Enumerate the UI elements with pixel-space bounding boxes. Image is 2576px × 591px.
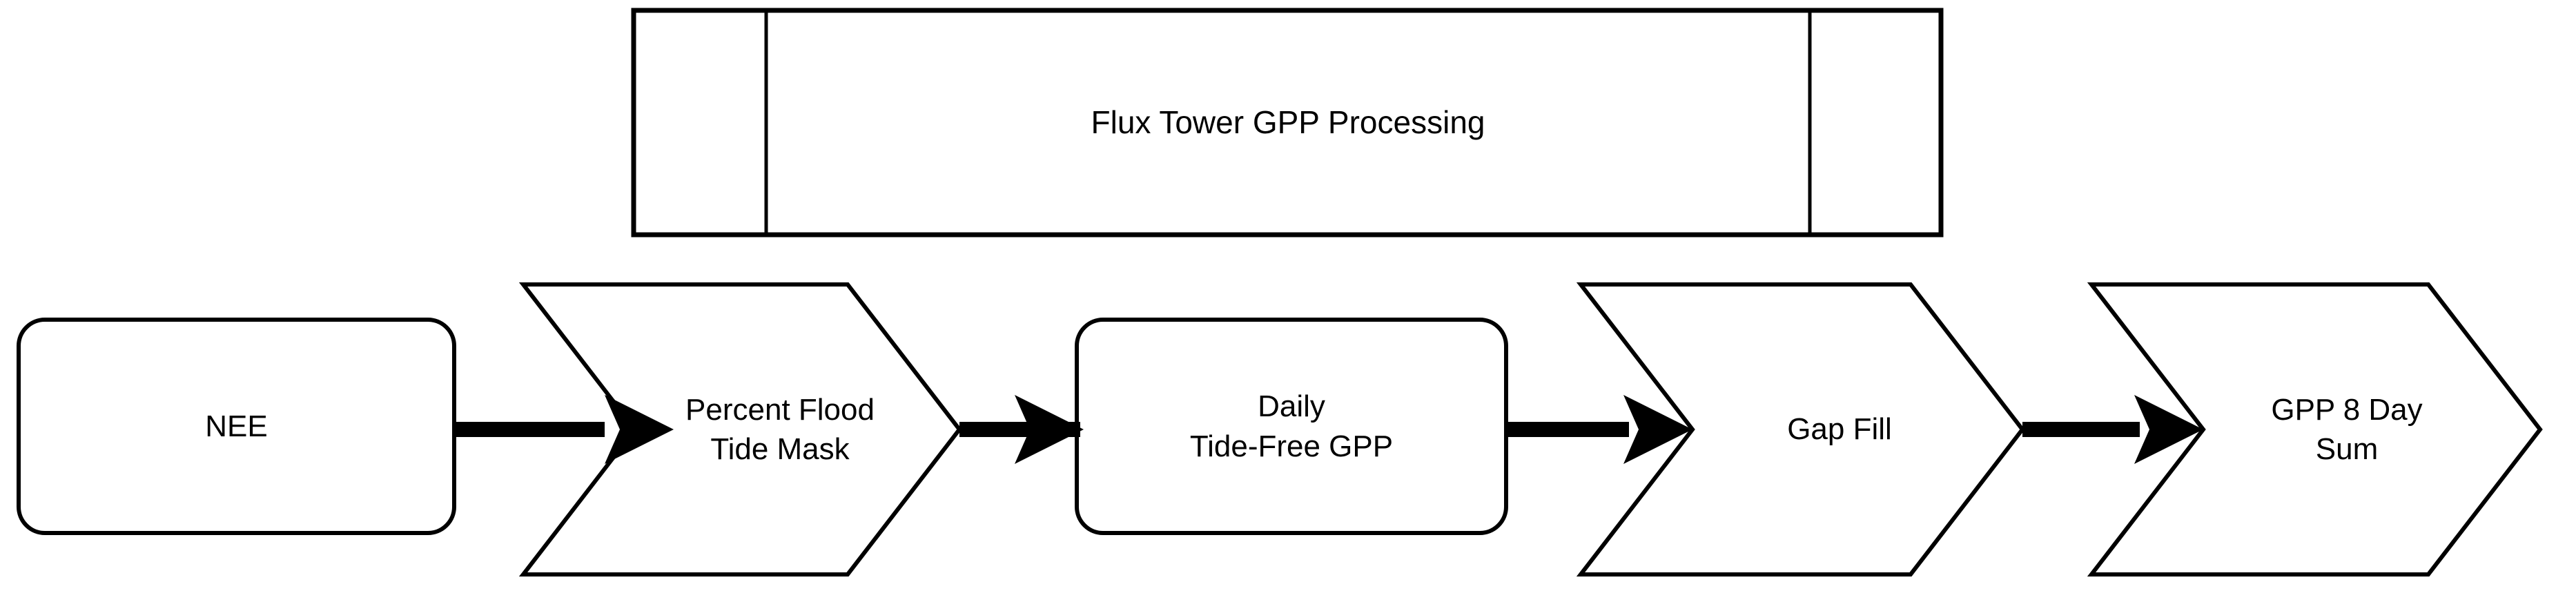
connector-nee-to-mask [456,395,674,464]
node-shape-daily-gpp[interactable] [1075,318,1508,535]
connector-gapfill-to-8daysum [2022,395,2203,464]
arrowhead-icon [2134,395,2203,464]
swimlane-band[interactable] [631,8,1944,238]
arrowhead-icon [1623,395,1692,464]
swimlane-band-outline [631,8,1944,238]
arrowhead-icon [605,395,674,464]
arrowhead-icon [1015,395,1084,464]
node-shape-nee[interactable] [17,318,456,535]
connector-mask-to-daily [959,395,1084,464]
connector-daily-to-gapfill [1506,395,1692,464]
